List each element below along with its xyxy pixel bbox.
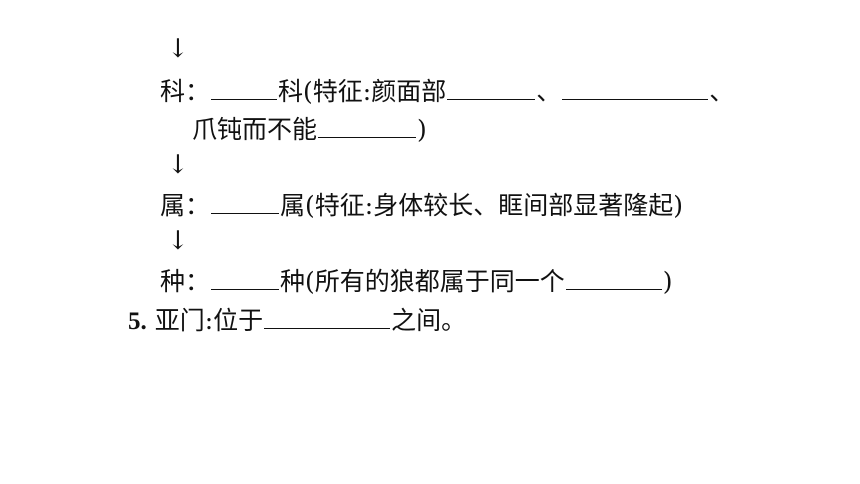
arrow-down-1: ↓ xyxy=(167,34,189,64)
species-line: 种： 种(所有的狼都属于同一个) xyxy=(160,266,673,298)
family-line: 科： 科(特征:颜面部 、 、 xyxy=(160,76,734,108)
family-close-paren: ) xyxy=(417,115,427,144)
species-feature-blank[interactable] xyxy=(565,267,662,290)
family-separator: 、 xyxy=(536,77,562,106)
item-5-text-after: 之间。 xyxy=(391,306,467,335)
family-cont-text: 爪钝而不能 xyxy=(192,115,318,144)
family-feature-blank-1[interactable] xyxy=(447,77,536,100)
family-label: 科： xyxy=(160,77,211,106)
family-line-cont: 爪钝而不能) xyxy=(192,114,427,146)
family-name-blank[interactable] xyxy=(211,77,278,100)
arrow-down-3: ↓ xyxy=(167,226,189,256)
item-5-line: 5. 亚门:位于 之间。 xyxy=(128,305,466,338)
genus-label: 属： xyxy=(160,191,211,220)
item-5-blank[interactable] xyxy=(264,306,391,329)
family-feature-text: 科(特征:颜面部 xyxy=(278,77,447,106)
item-5-number: 5. xyxy=(128,308,147,335)
family-end-separator: 、 xyxy=(709,77,735,106)
species-feature-text: 种(所有的狼都属于同一个 xyxy=(280,267,565,296)
genus-feature-text: 属(特征:身体较长、眶间部显著隆起) xyxy=(280,191,683,220)
genus-line: 属： 属(特征:身体较长、眶间部显著隆起) xyxy=(160,190,683,222)
species-close-paren: ) xyxy=(662,267,673,296)
arrow-down-2: ↓ xyxy=(167,150,189,180)
species-name-blank[interactable] xyxy=(211,267,280,290)
family-feature-blank-2[interactable] xyxy=(562,77,709,100)
item-5-text-before: 亚门:位于 xyxy=(154,306,264,335)
genus-name-blank[interactable] xyxy=(211,191,280,214)
family-feature-blank-3[interactable] xyxy=(318,115,417,138)
species-label: 种： xyxy=(160,267,211,296)
